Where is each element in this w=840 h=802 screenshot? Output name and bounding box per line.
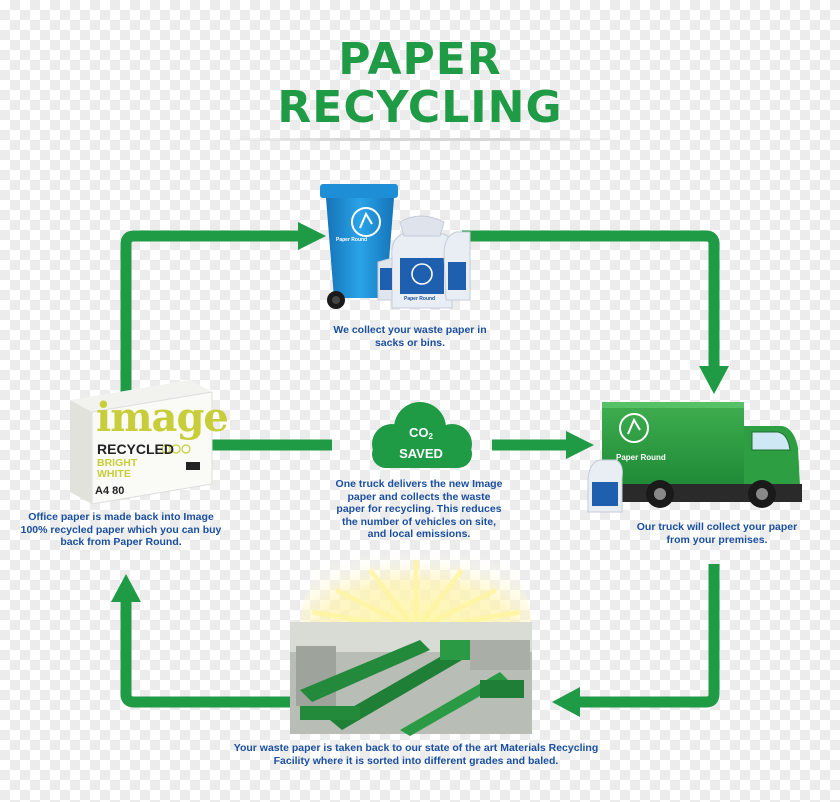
caption-center: One truck delivers the new Image paper a… [335, 478, 503, 540]
caption-collect: We collect your waste paper in sacks or … [333, 324, 487, 349]
co2-subscript: 2 [428, 432, 433, 441]
saved-label: SAVED [399, 446, 443, 461]
product-color-line-1: BRIGHT [97, 457, 138, 469]
paper-ream-icon [70, 380, 213, 505]
caption-paper: Office paper is made back into Image 100… [20, 511, 222, 548]
co2-label: CO [409, 425, 429, 440]
arrow-bottom-right [552, 564, 720, 717]
product-brand: image [96, 394, 229, 441]
sack-label: Paper Round [404, 296, 436, 302]
product-color: BRIGHT WHITE [97, 458, 137, 480]
arrow-bottom-left [111, 574, 290, 708]
title-underline [215, 138, 625, 141]
truck-label: Paper Round [616, 453, 666, 462]
cloud-icon [372, 402, 472, 468]
recycling-facility-icon [290, 514, 532, 736]
caption-truck: Our truck will collect your paper from y… [636, 521, 798, 546]
product-line: RECYCLED [97, 441, 175, 457]
product-color-line-2: WHITE [97, 468, 131, 480]
title-line-1: PAPER [338, 34, 502, 85]
arrow-top-left [120, 222, 326, 395]
bin-label: Paper Round [336, 237, 368, 243]
title-line-2: RECYCLING [277, 82, 563, 133]
arrow-middle [205, 431, 594, 459]
arrow-top-right [462, 230, 729, 394]
paper-sack-icon [377, 215, 471, 309]
wheelie-bin-icon [320, 184, 398, 309]
product-size: A4 80 [95, 485, 125, 497]
caption-facility: Your waste paper is taken back to our st… [233, 742, 599, 767]
co2-saved-label: CO2 SAVED [372, 424, 470, 462]
truck-icon [587, 402, 802, 513]
